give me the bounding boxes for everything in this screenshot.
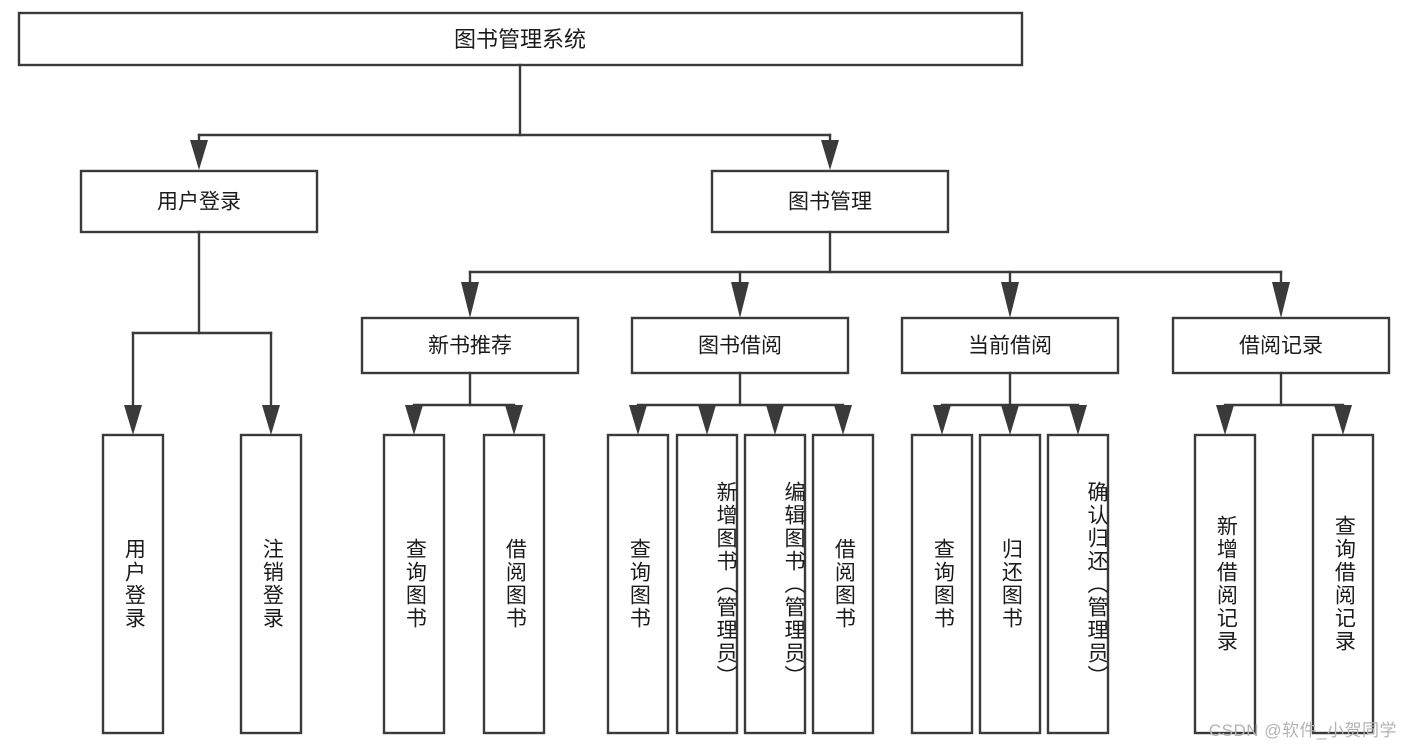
leaf-box-br-add-record[interactable] — [1193, 433, 1257, 735]
arrow-bb-leaf-1 — [629, 405, 647, 435]
leaf-box-nb-query-book[interactable] — [382, 433, 446, 735]
leaf-box-bb-query-book[interactable] — [606, 433, 670, 735]
node-root-label: 图书管理系统 — [454, 27, 586, 52]
arrow-bb-leaf-3 — [766, 405, 784, 435]
leaf-box-bb-add-book[interactable] — [675, 433, 739, 735]
node-book-borrow[interactable]: 图书借阅 — [630, 316, 850, 375]
leaf-box-logout[interactable] — [239, 433, 303, 735]
node-book-manage-label: 图书管理 — [788, 191, 872, 214]
node-borrow-record-box[interactable] — [1171, 316, 1391, 375]
leaf-box-bb-edit-book[interactable] — [743, 433, 807, 735]
arrow-cb-leaf-1 — [933, 405, 951, 435]
arrow-cb-leaf-3 — [1069, 405, 1087, 435]
arrow-to-user-login — [190, 140, 208, 170]
arrow-to-book-borrow — [731, 282, 749, 318]
arrow-to-leaf-user-login — [124, 405, 142, 435]
arrow-bb-leaf-2 — [698, 405, 716, 435]
arrow-nb-leaf-1 — [405, 405, 423, 435]
leaf-box-cb-return-book[interactable] — [978, 433, 1042, 735]
node-new-book-recommend-label: 新书推荐 — [428, 335, 512, 358]
node-new-book-recommend-box[interactable] — [360, 316, 580, 375]
leaf-box-nb-borrow-book[interactable] — [482, 433, 546, 735]
node-current-borrow[interactable]: 当前借阅 — [900, 316, 1120, 375]
node-book-borrow-label: 图书借阅 — [698, 335, 782, 358]
leaf-box-user-login[interactable] — [101, 433, 165, 735]
leaf-box-br-query-record[interactable] — [1311, 433, 1375, 735]
arrow-to-book-manage — [821, 140, 839, 170]
arrow-to-new-book — [461, 282, 479, 318]
node-new-book-recommend[interactable]: 新书推荐 — [360, 316, 580, 375]
node-root[interactable]: 图书管理系统 — [17, 11, 1024, 67]
csdn-watermark: CSDN @软件_小贺同学 — [1208, 721, 1397, 740]
node-current-borrow-label: 当前借阅 — [968, 335, 1052, 358]
arrow-to-borrow-record — [1272, 282, 1290, 318]
node-borrow-record-label: 借阅记录 — [1239, 335, 1323, 358]
arrow-bb-leaf-4 — [834, 405, 852, 435]
node-user-login[interactable]: 用户登录 — [79, 169, 319, 234]
arrow-br-leaf-1 — [1216, 405, 1234, 435]
node-borrow-record[interactable]: 借阅记录 — [1171, 316, 1391, 375]
arrow-cb-leaf-2 — [1001, 405, 1019, 435]
node-book-manage-box[interactable] — [710, 169, 950, 234]
leaf-box-bb-borrow-book[interactable] — [811, 433, 875, 735]
arrow-br-leaf-2 — [1334, 405, 1352, 435]
node-user-login-label: 用户登录 — [157, 191, 241, 214]
leaf-box-cb-confirm-return[interactable] — [1046, 433, 1110, 735]
node-book-borrow-box[interactable] — [630, 316, 850, 375]
arrow-to-current-borrow — [1001, 282, 1019, 318]
arrow-nb-leaf-2 — [505, 405, 523, 435]
arrow-to-leaf-logout — [262, 405, 280, 435]
node-book-manage[interactable]: 图书管理 — [710, 169, 950, 234]
node-root-box[interactable] — [17, 11, 1024, 67]
leaf-box-cb-query-book[interactable] — [910, 433, 974, 735]
node-current-borrow-box[interactable] — [900, 316, 1120, 375]
